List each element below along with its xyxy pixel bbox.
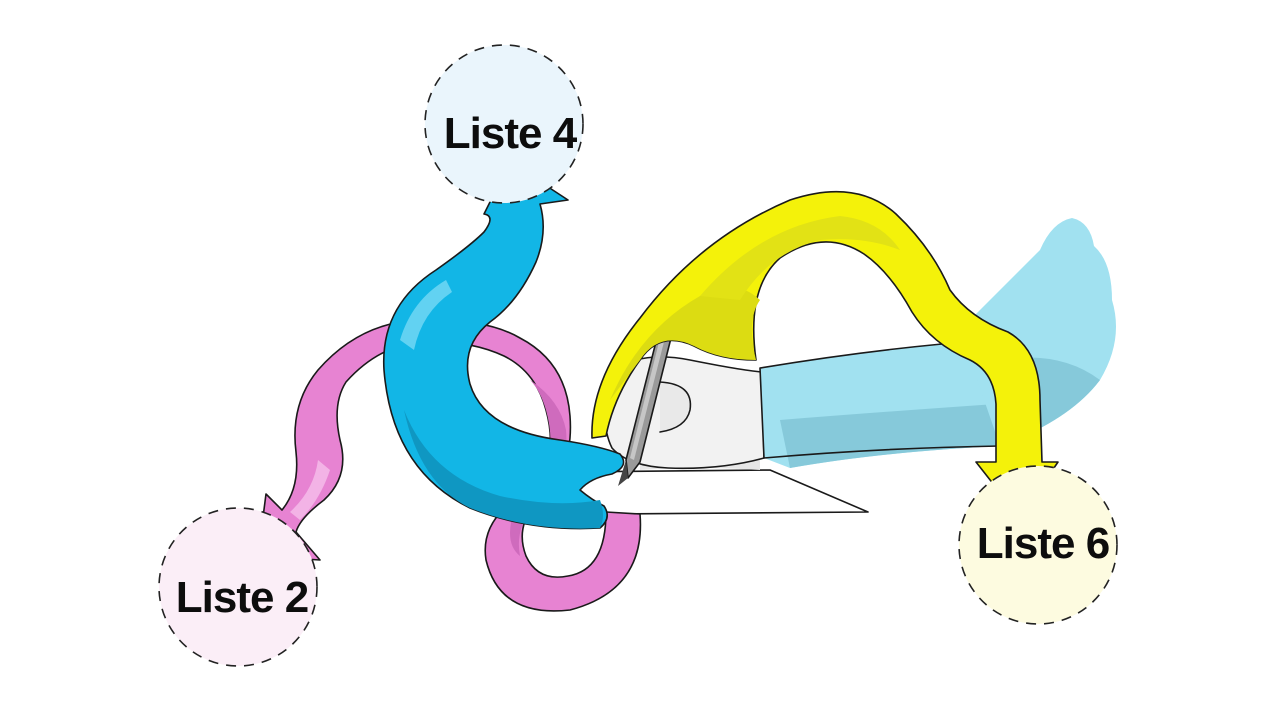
- pink-arrow-highlight: [290, 460, 330, 520]
- hand-knuckle: [659, 381, 692, 433]
- node-liste4: Liste 4: [424, 44, 584, 204]
- blue-arrow-shade: [404, 410, 603, 529]
- blue-arrow-body: [382, 161, 625, 530]
- blue-arrow: [382, 161, 625, 530]
- node-circle: [158, 507, 318, 667]
- node-liste6: Liste 6: [958, 465, 1118, 625]
- node-label: Liste 2: [176, 573, 308, 622]
- node-circle: [424, 44, 584, 204]
- node-liste2: Liste 2: [158, 507, 318, 667]
- node-circle: [958, 465, 1118, 625]
- node-label: Liste 6: [977, 519, 1109, 568]
- yellow-arrow-shade: [610, 286, 760, 400]
- blue-arrow-highlight: [400, 280, 452, 350]
- yellow-arrow-shade-top: [700, 216, 900, 300]
- node-label: Liste 4: [444, 109, 578, 158]
- paper-sheet: [559, 469, 869, 515]
- yellow-arrow: [591, 190, 1059, 519]
